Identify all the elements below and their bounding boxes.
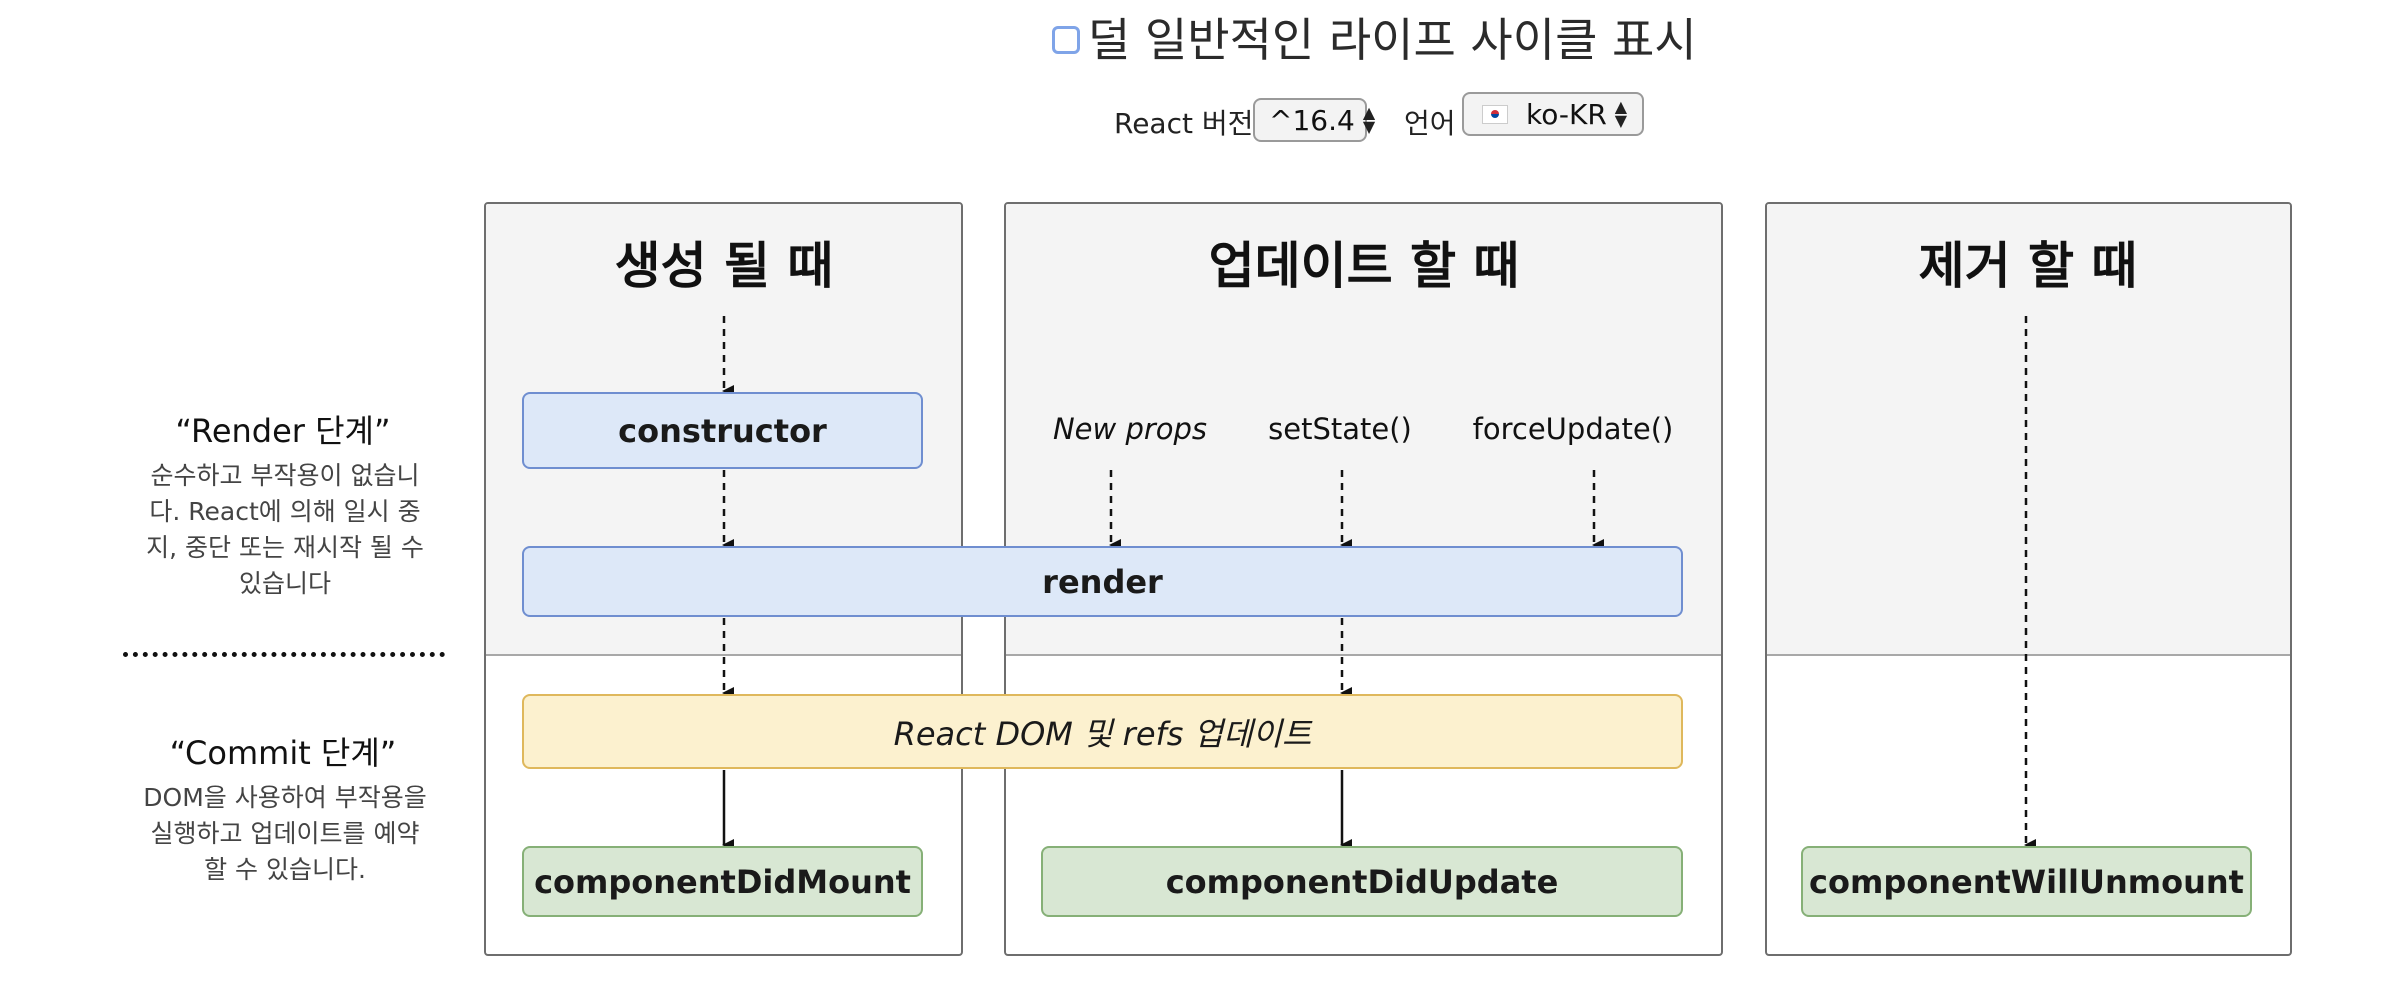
componentdidmount-label: componentDidMount	[534, 862, 911, 901]
render-phase-title: “Render 단계”	[175, 412, 391, 450]
korea-flag-icon	[1482, 104, 1508, 124]
dom-update-label: React DOM 및 refs 업데이트	[893, 714, 1312, 753]
updating-title: 업데이트 할 때	[1208, 237, 1520, 295]
render-label: render	[1042, 562, 1163, 601]
show-less-common-checkbox[interactable]	[1052, 26, 1080, 54]
forceupdate-trigger: forceUpdate()	[1472, 412, 1674, 446]
show-less-common-label[interactable]: 덜 일반적인 라이프 사이클 표시	[1088, 13, 1697, 67]
select-arrows-icon: ▲▼	[1362, 103, 1376, 136]
language-value: ko-KR	[1526, 97, 1607, 131]
constructor-label: constructor	[618, 411, 827, 450]
unmounting-panel	[1765, 202, 2292, 956]
select-arrows-icon: ▲▼	[1614, 97, 1628, 130]
constructor-box[interactable]: constructor	[522, 392, 923, 469]
commit-phase-title: “Commit 단계”	[169, 734, 397, 772]
commit-phase-description: DOM을 사용하여 부작용을 실행하고 업데이트를 예약 할 수 있습니다.	[143, 783, 427, 884]
mounting-title: 생성 될 때	[614, 237, 834, 295]
render-phase-zone	[1767, 204, 2290, 656]
componentwillunmount-box[interactable]: componentWillUnmount	[1801, 846, 2252, 917]
render-box[interactable]: render	[522, 546, 1683, 617]
phase-divider	[123, 652, 445, 657]
render-phase-description: 순수하고 부작용이 없습니다. React에 의해 일시 중지, 중단 또는 재…	[146, 461, 424, 598]
react-version-select[interactable]: ^16.4 ▲▼	[1253, 98, 1375, 142]
componentdidupdate-box[interactable]: componentDidUpdate	[1041, 846, 1683, 917]
setstate-trigger: setState()	[1268, 412, 1412, 446]
react-version-value: ^16.4	[1269, 103, 1355, 137]
unmounting-title: 제거 할 때	[1918, 237, 2138, 295]
dom-update-box[interactable]: React DOM 및 refs 업데이트	[522, 694, 1683, 769]
language-select[interactable]: ko-KR ▲▼	[1462, 92, 1644, 136]
componentdidupdate-label: componentDidUpdate	[1165, 862, 1559, 901]
react-version-label: React 버전	[1114, 107, 1254, 140]
new-props-trigger: New props	[1052, 412, 1208, 446]
language-label: 언어	[1404, 107, 1456, 140]
componentwillunmount-label: componentWillUnmount	[1809, 862, 2244, 901]
componentdidmount-box[interactable]: componentDidMount	[522, 846, 923, 917]
